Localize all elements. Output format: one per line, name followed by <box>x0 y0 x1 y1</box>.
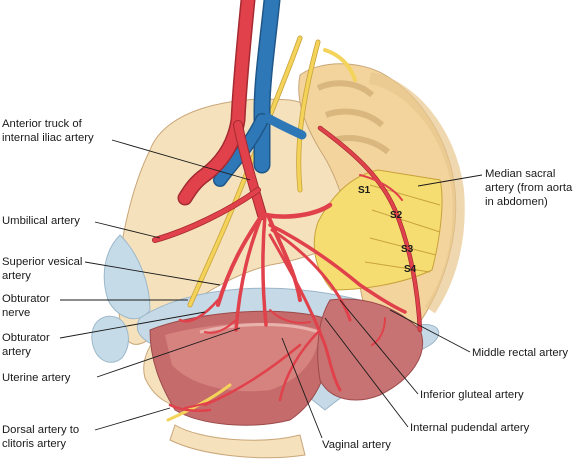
label-median-sacral-artery: Median sacral artery (from aorta in abdo… <box>485 168 575 208</box>
leader-uterine <box>96 327 241 378</box>
leader-superior-vesical <box>84 261 221 286</box>
leader-obturator-artery <box>59 311 206 339</box>
segment-s4: S4 <box>404 264 417 275</box>
leader-internal-pudendal <box>324 317 409 428</box>
label-vaginal-artery: Vaginal artery <box>322 439 391 451</box>
leader-dorsal-clitoris <box>94 407 171 431</box>
leader-vaginal <box>281 337 323 439</box>
sacral-segment-labels: S1 S2 S3 S4 <box>358 185 417 275</box>
arteries <box>152 0 423 413</box>
segment-s3: S3 <box>401 244 414 255</box>
label-internal-pudendal-artery: Internal pudendal artery <box>410 422 530 434</box>
label-uterine-artery: Uterine artery <box>2 372 71 384</box>
leader-inferior-gluteal <box>339 299 419 395</box>
leader-median-sacral <box>417 174 483 187</box>
segment-s2: S2 <box>390 210 403 221</box>
label-obturator-nerve: Obturator nerve <box>2 293 53 319</box>
label-anterior-trunk: Anterior truck of internal iliac artery <box>2 118 94 144</box>
leader-lines <box>59 139 483 439</box>
label-dorsal-artery-clitoris: Dorsal artery to clitoris artery <box>2 424 82 450</box>
pelvic-bone <box>91 98 353 459</box>
label-inferior-gluteal-artery: Inferior gluteal artery <box>420 389 524 401</box>
leader-anterior-trunk <box>111 139 251 181</box>
segment-s1: S1 <box>358 185 371 196</box>
uterus-organ <box>149 310 332 426</box>
label-middle-rectal-artery: Middle rectal artery <box>472 347 568 359</box>
labels: Anterior truck of internal iliac artery … <box>2 118 575 451</box>
label-umbilical-artery: Umbilical artery <box>2 215 80 227</box>
label-superior-vesical-artery: Superior vesical artery <box>2 256 86 282</box>
leader-umbilical <box>94 221 161 239</box>
label-obturator-artery: Obturator artery <box>2 332 53 358</box>
rectum-organ <box>317 298 424 401</box>
leader-middle-rectal <box>389 309 471 353</box>
